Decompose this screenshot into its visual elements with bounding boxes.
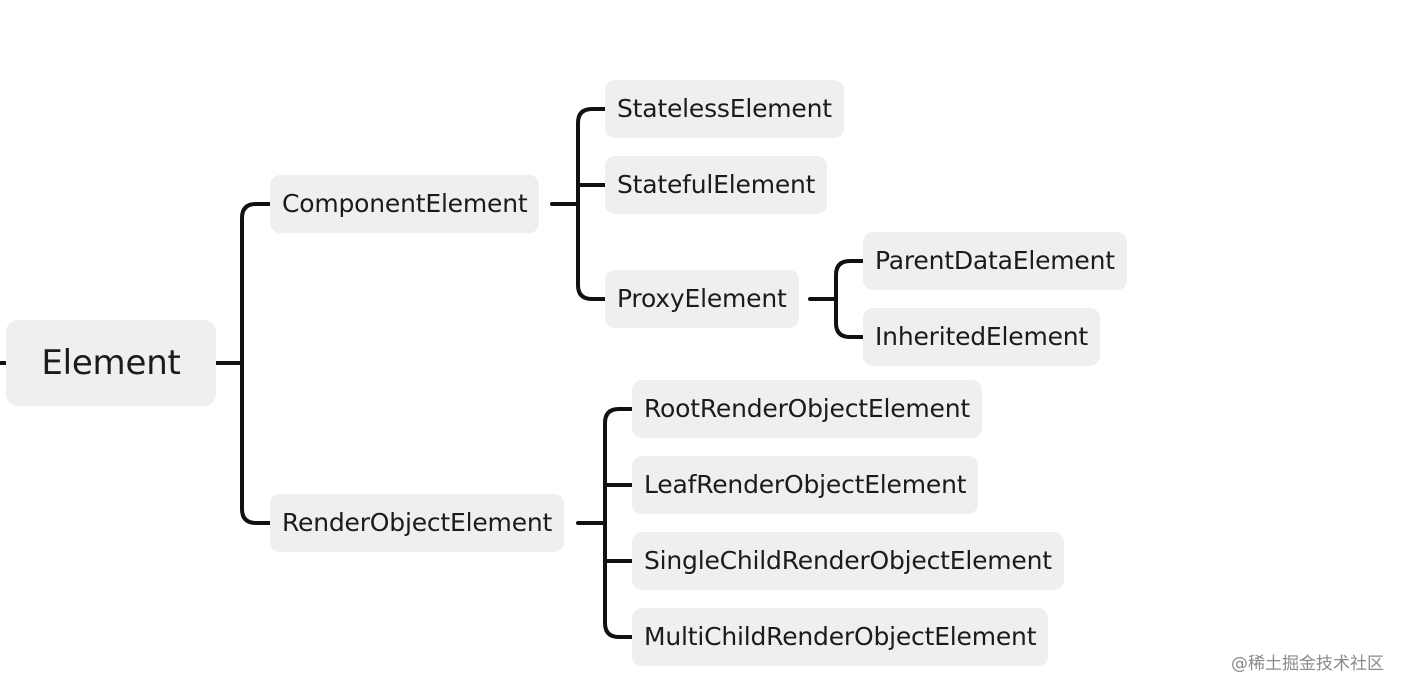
- watermark-text: @稀土掘金技术社区: [1231, 654, 1384, 674]
- connector-to-multichildrenderobjectelement: [603, 521, 634, 639]
- connector-to-rootrenderobjectelement: [603, 407, 634, 525]
- connector-to-inheritedelement: [834, 297, 865, 339]
- connector-to-statelesselement: [576, 107, 607, 206]
- node-proxyelement[interactable]: ProxyElement: [605, 270, 799, 328]
- node-statelesselement[interactable]: StatelessElement: [605, 80, 844, 138]
- connector-root-to-renderobjectelement: [240, 361, 272, 525]
- connector-to-parentdataelement: [834, 259, 865, 301]
- node-rootrenderobjectelement[interactable]: RootRenderObjectElement: [632, 380, 982, 438]
- node-componentelement[interactable]: ComponentElement: [270, 175, 540, 233]
- node-renderobjectelement[interactable]: RenderObjectElement: [270, 494, 565, 552]
- connector-to-proxyelement: [576, 202, 607, 301]
- node-statefulelement[interactable]: StatefulElement: [605, 156, 828, 214]
- node-inheritedelement[interactable]: InheritedElement: [863, 308, 1101, 366]
- root-node-element[interactable]: Element: [6, 320, 216, 406]
- node-multichildrenderobjectelement[interactable]: MultiChildRenderObjectElement: [632, 608, 1049, 666]
- node-parentdataelement[interactable]: ParentDataElement: [863, 232, 1127, 290]
- node-singlechildrenderobjectelement[interactable]: SingleChildRenderObjectElement: [632, 532, 1064, 590]
- connector-root-to-componentelement: [240, 202, 272, 365]
- node-leafrenderobjectelement[interactable]: LeafRenderObjectElement: [632, 456, 979, 514]
